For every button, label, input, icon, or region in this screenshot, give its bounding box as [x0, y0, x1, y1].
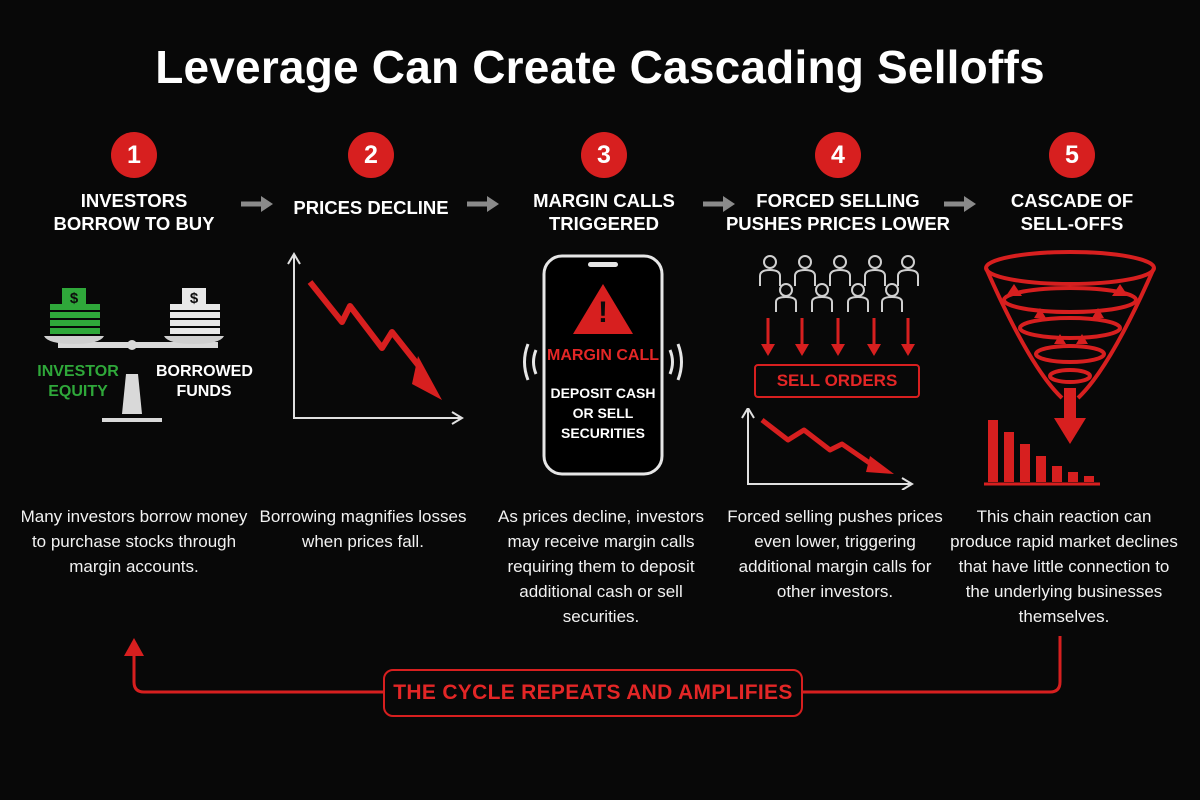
step-3-heading-line-1: MARGIN CALLS: [533, 190, 675, 211]
declining-bars: [988, 420, 1094, 482]
step-1-heading: INVESTORS BORROW TO BUY: [19, 189, 249, 235]
investor-crowd-icon: [759, 255, 919, 356]
step-1-heading-line-2: BORROW TO BUY: [53, 213, 215, 234]
equity-dollar-symbol: $: [69, 290, 79, 307]
step-1-badge: 1: [111, 132, 157, 178]
balance-scale-icon: [44, 288, 224, 422]
borrowed-funds-label-line-2: FUNDS: [176, 383, 232, 400]
margin-call-alert-title: MARGIN CALL: [547, 347, 659, 364]
cascade-funnel-icon: [984, 250, 1156, 486]
step-4-description: Forced selling pushes prices even lower,…: [727, 507, 943, 601]
step-4-heading-line-1: FORCED SELLING: [756, 190, 920, 211]
margin-call-message-line-2: OR SELL: [572, 405, 634, 421]
forced-selling-line: [760, 418, 876, 469]
step-2-badge: 2: [348, 132, 394, 178]
cycle-repeats-label: THE CYCLE REPEATS AND AMPLIFIES: [383, 669, 803, 717]
step-3-description: As prices decline, investors may receive…: [498, 507, 704, 626]
step-2-heading-line-1: PRICES DECLINE: [293, 197, 449, 218]
margin-call-message-line-3: SECURITIES: [560, 425, 645, 441]
phone-icon: [523, 254, 683, 476]
step-2-description: Borrowing magnifies losses when prices f…: [259, 507, 467, 551]
borrowed-dollar-symbol: $: [189, 290, 199, 307]
step-5-heading-line-1: CASCADE OF: [1010, 190, 1134, 211]
step-3-heading: MARGIN CALLS TRIGGERED: [489, 189, 719, 235]
forced-selling-arrowhead: [866, 456, 894, 474]
borrowed-funds-label: BORROWED FUNDS: [156, 362, 253, 402]
step-4-heading-line-2: PUSHES PRICES LOWER: [725, 213, 951, 234]
connector-arrow-4-5: [944, 196, 976, 212]
warning-triangle-icon: [573, 284, 633, 334]
price-decline-line: [307, 280, 425, 372]
investor-equity-label-line-2: EQUITY: [48, 383, 108, 400]
step-5-description: This chain reaction can produce rapid ma…: [950, 507, 1178, 626]
step-2-heading: PRICES DECLINE: [256, 196, 486, 219]
step-5-badge: 5: [1049, 132, 1095, 178]
forced-selling-chart: [741, 408, 914, 490]
step-5-heading: CASCADE OF SELL-OFFS: [957, 189, 1187, 235]
investor-equity-label: INVESTOR EQUITY: [30, 362, 126, 402]
margin-call-message: DEPOSIT CASH OR SELL SECURITIES: [543, 383, 663, 443]
connector-arrow-1-2: [241, 196, 273, 212]
step-4-heading: FORCED SELLING PUSHES PRICES LOWER: [723, 189, 953, 235]
sell-orders-box: SELL ORDERS: [754, 364, 920, 398]
step-1-heading-line-1: INVESTORS: [80, 190, 188, 211]
step-3-heading-line-2: TRIGGERED: [549, 213, 659, 234]
connector-arrow-2-3: [467, 196, 499, 212]
cascade-down-arrow: [1054, 418, 1086, 444]
page-title: Leverage Can Create Cascading Selloffs: [155, 41, 1045, 93]
step-4-badge: 4: [815, 132, 861, 178]
step-5-heading-line-2: SELL-OFFS: [1020, 213, 1124, 234]
step-3-badge: 3: [581, 132, 627, 178]
borrowed-funds-label-line-1: BORROWED: [156, 363, 253, 380]
investor-equity-label-line-1: INVESTOR: [37, 363, 119, 380]
price-decline-chart: [287, 252, 464, 425]
price-decline-arrowhead: [412, 356, 442, 400]
connector-arrow-3-4: [703, 196, 735, 212]
step-1-description: Many investors borrow money to purchase …: [20, 507, 248, 576]
warning-exclamation: !: [598, 296, 608, 329]
margin-call-message-line-1: DEPOSIT CASH: [550, 385, 656, 401]
